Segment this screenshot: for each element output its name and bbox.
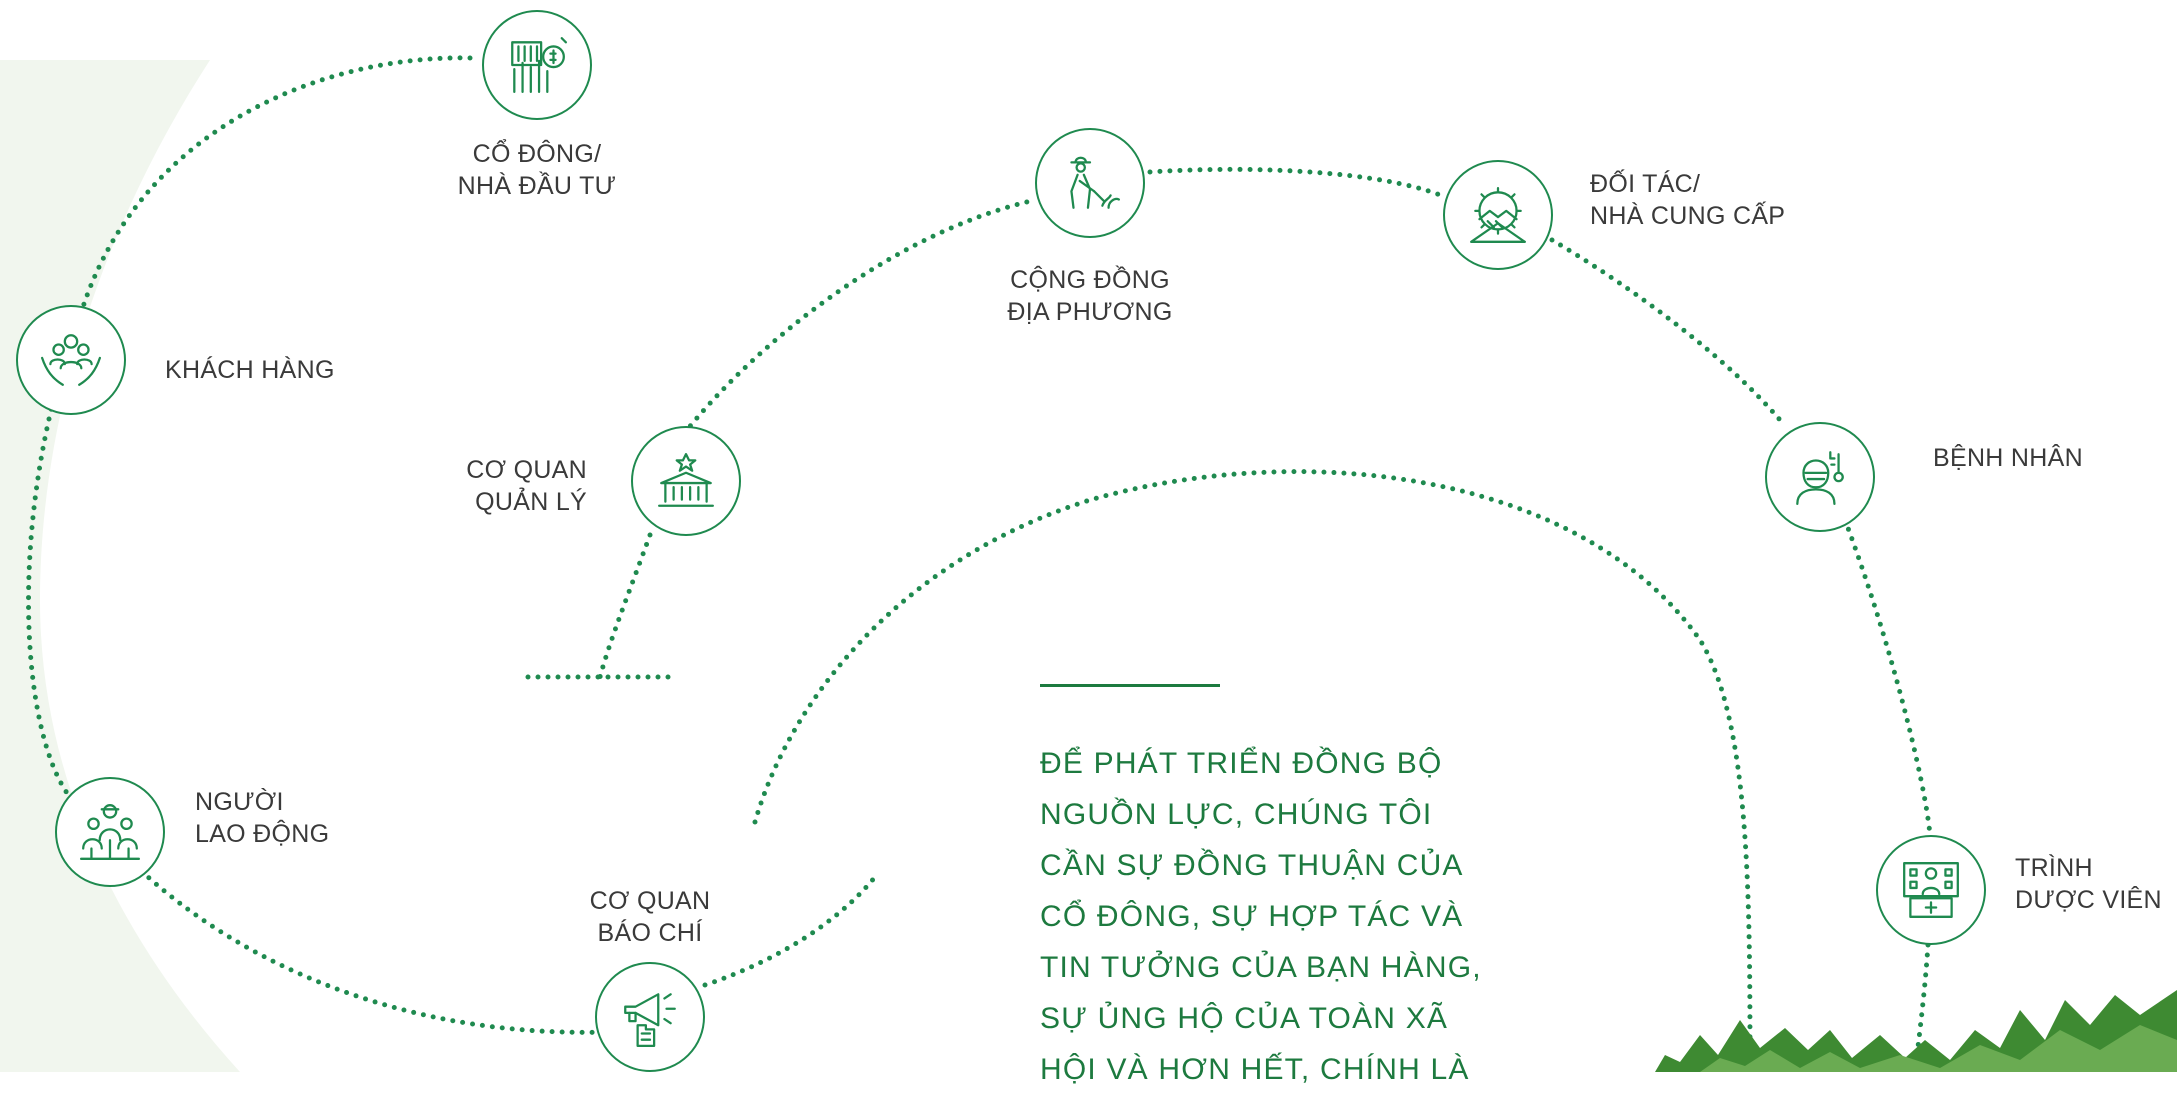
government-building-icon: [658, 453, 714, 507]
worker-node: [55, 777, 165, 887]
regulator-stem-connector: [597, 532, 653, 680]
pharmacy-building-icon: [1903, 862, 1959, 918]
farmer-icon: [1070, 156, 1121, 209]
workers-group-icon: [79, 804, 141, 860]
partner-label: ĐỐI TÁC/ NHÀ CUNG CẤP: [1590, 170, 1786, 230]
investor-chart-coin-icon: [511, 37, 568, 93]
statement-rule: [1040, 684, 1220, 687]
statement-line: HỘI VÀ HƠN HẾT, CHÍNH LÀ: [1040, 1053, 1470, 1086]
statement-line: TIN TƯỞNG CỦA BẠN HÀNG,: [1040, 951, 1482, 984]
megaphone-icon: [624, 993, 676, 1048]
stakeholder-diagram: CỔ ĐÔNG/ NHÀ ĐẦU TƯ KHÁCH HÀNG CỘNG ĐỒNG…: [0, 10, 2177, 1086]
pharma-rep-label: TRÌNH DƯỢC VIÊN: [2015, 854, 2162, 914]
investor-node: [482, 10, 592, 120]
customer-node: [16, 305, 126, 415]
foliage-highlight: [1700, 1025, 2177, 1072]
regulator-label: CƠ QUAN QUẢN LÝ: [466, 456, 587, 516]
hands-people-icon: [40, 334, 102, 386]
statement-line: ĐỂ PHÁT TRIỂN ĐỒNG BỘ: [1040, 747, 1443, 780]
statement-line: NGUỒN LỰC, CHÚNG TÔI: [1040, 798, 1433, 831]
regulator-node: [631, 426, 741, 536]
statement-text: ĐỂ PHÁT TRIỂN ĐỒNG BỘ NGUỒN LỰC, CHÚNG T…: [1040, 738, 1510, 1095]
handshake-gear-icon: [1470, 187, 1526, 243]
press-label: CƠ QUAN BÁO CHÍ: [589, 887, 711, 947]
patient-thermometer-icon: [1796, 451, 1844, 505]
patient-label: BỆNH NHÂN: [1933, 444, 2083, 472]
customer-label: KHÁCH HÀNG: [165, 356, 335, 384]
patient-node: [1765, 422, 1875, 532]
pharma-rep-node: [1876, 835, 1986, 945]
community-node: [1035, 128, 1145, 238]
community-label: CỘNG ĐỒNG ĐỊA PHƯƠNG: [1007, 266, 1173, 326]
outer-ring-connector: [26, 55, 613, 1035]
right-arc-connector: [1842, 517, 1933, 1072]
press-node: [595, 962, 705, 1072]
press-to-center-connector: [702, 874, 878, 988]
investor-label: CỔ ĐÔNG/ NHÀ ĐẦU TƯ: [457, 140, 617, 200]
statement-line: CỔ ĐÔNG, SỰ HỢP TÁC VÀ: [1040, 900, 1464, 933]
worker-label: NGƯỜI LAO ĐỘNG: [195, 788, 330, 848]
statement-line: SỰ ỦNG HỘ CỦA TOÀN XÃ: [1040, 1002, 1449, 1035]
statement-line: CẦN SỰ ĐỒNG THUẬN CỦA: [1040, 849, 1464, 882]
partner-node: [1443, 160, 1553, 270]
